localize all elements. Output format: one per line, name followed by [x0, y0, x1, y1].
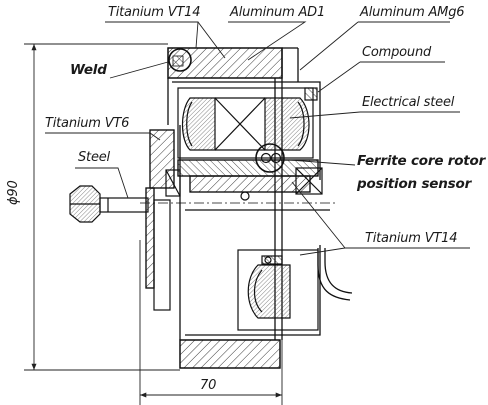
label-steel: Steel [78, 150, 110, 165]
dimensions [24, 43, 283, 405]
upper-stator [177, 87, 318, 159]
dimension-width-label: 70 [200, 378, 217, 393]
lower-stator [237, 248, 353, 331]
label-titanium-vt14-bottom: Titanium VT14 [365, 231, 458, 246]
label-aluminum-ad1: Aluminum AD1 [230, 5, 326, 20]
label-titanium-vt6: Titanium VT6 [45, 116, 130, 131]
label-compound: Compound [362, 45, 432, 60]
label-ferrite-line1: Ferrite core rotor [357, 153, 486, 169]
rotor-assembly [140, 129, 335, 204]
weld-circle [168, 48, 192, 72]
dimension-height-label: ϕ90 [6, 180, 21, 205]
label-weld: Weld [70, 62, 107, 78]
leader-lines [45, 21, 470, 256]
steel-bolt [69, 185, 171, 311]
label-titanium-vt14-top: Titanium VT14 [108, 5, 201, 20]
label-aluminum-amg6: Aluminum AMg6 [360, 5, 465, 20]
label-electrical-steel: Electrical steel [362, 95, 455, 110]
label-ferrite-line2: position sensor [357, 176, 472, 192]
